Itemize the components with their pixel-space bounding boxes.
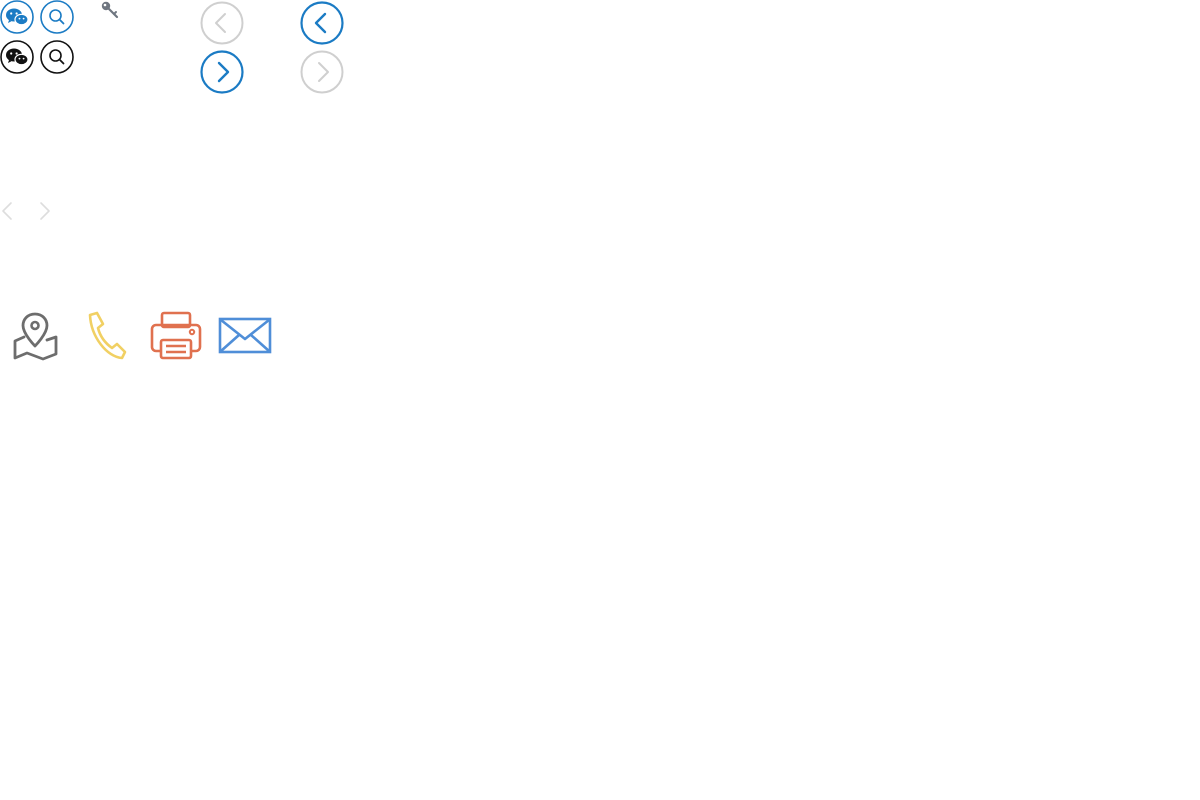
map-pin-icon	[10, 310, 62, 362]
mail-icon	[218, 316, 272, 354]
arrow-right-active-icon[interactable]	[200, 50, 244, 94]
chevron-left-icon[interactable]	[0, 200, 14, 222]
wechat-icon-blue[interactable]	[0, 0, 34, 34]
arrow-left-disabled-icon[interactable]	[200, 1, 244, 45]
phone-icon	[82, 310, 132, 362]
search-icon-dark[interactable]	[40, 40, 74, 74]
arrow-left-active-icon[interactable]	[300, 1, 344, 45]
chevron-right-icon[interactable]	[38, 200, 52, 222]
arrow-right-disabled-icon[interactable]	[300, 50, 344, 94]
search-icon-blue[interactable]	[40, 0, 74, 34]
printer-icon	[148, 310, 204, 362]
wechat-icon-dark[interactable]	[0, 40, 34, 74]
key-icon	[100, 0, 120, 20]
